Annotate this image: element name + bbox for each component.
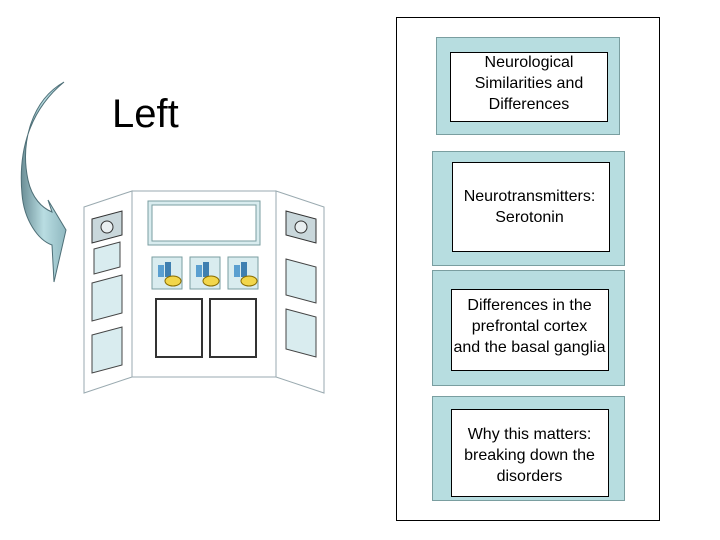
camera-icon <box>285 210 317 244</box>
topic-card-1: Neurological Similarities and Difference… <box>436 37 620 135</box>
topics-column: Neurological Similarities and Difference… <box>396 17 660 521</box>
topic-card-3-text: Differences in the prefrontal cortex and… <box>453 297 606 356</box>
topic-card-2-text: Neurotransmitters: Serotonin <box>463 188 596 226</box>
topic-card-2: Neurotransmitters: Serotonin <box>432 151 625 266</box>
topic-card-3: Differences in the prefrontal cortex and… <box>432 270 625 386</box>
trifold-board-illustration <box>83 190 325 394</box>
curved-arrow-icon <box>20 81 67 283</box>
topic-card-4-text: Why this matters: breaking down the diso… <box>464 426 595 485</box>
chart-icon <box>151 256 183 290</box>
topic-card-4: Why this matters: breaking down the diso… <box>432 396 625 501</box>
camera-icon <box>91 210 123 244</box>
topic-card-1-text: Neurological Similarities and Difference… <box>474 54 584 113</box>
left-label: Left <box>112 92 179 136</box>
chart-icon <box>227 256 259 290</box>
chart-icon <box>189 256 221 290</box>
